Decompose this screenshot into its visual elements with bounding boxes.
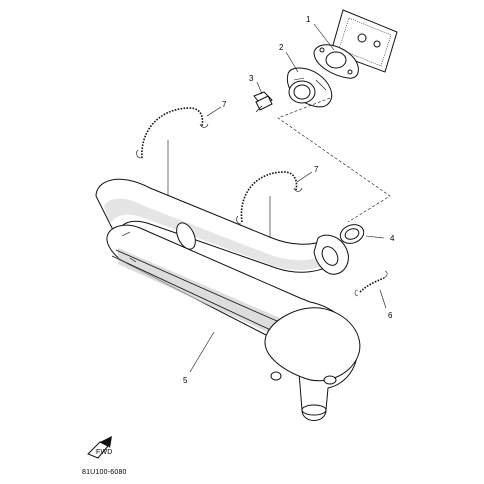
- spring-upper: [136, 107, 209, 159]
- leader-lines: [189, 23, 387, 373]
- callout-4: 4: [390, 234, 395, 243]
- callout-1: 1: [306, 15, 311, 24]
- forward-direction-marker: FWD: [87, 436, 113, 459]
- callout-2: 2: [279, 43, 284, 52]
- bolt: [253, 91, 273, 113]
- gasket-ring: [339, 224, 365, 244]
- spring-small: [354, 270, 388, 297]
- forward-label: FWD: [96, 449, 113, 456]
- spring-middle: [236, 171, 303, 225]
- callout-7-upper: 7: [222, 100, 227, 109]
- exhaust-pipe: [95, 178, 349, 275]
- callout-3: 3: [249, 74, 254, 83]
- callout-5: 5: [183, 376, 188, 385]
- silencer: [106, 224, 361, 421]
- diagram-code: 81U100-6080: [82, 469, 127, 476]
- callout-7-middle: 7: [314, 165, 319, 174]
- callout-6: 6: [388, 311, 393, 320]
- exhaust-flange: [286, 67, 333, 108]
- flange-gasket: [313, 44, 359, 79]
